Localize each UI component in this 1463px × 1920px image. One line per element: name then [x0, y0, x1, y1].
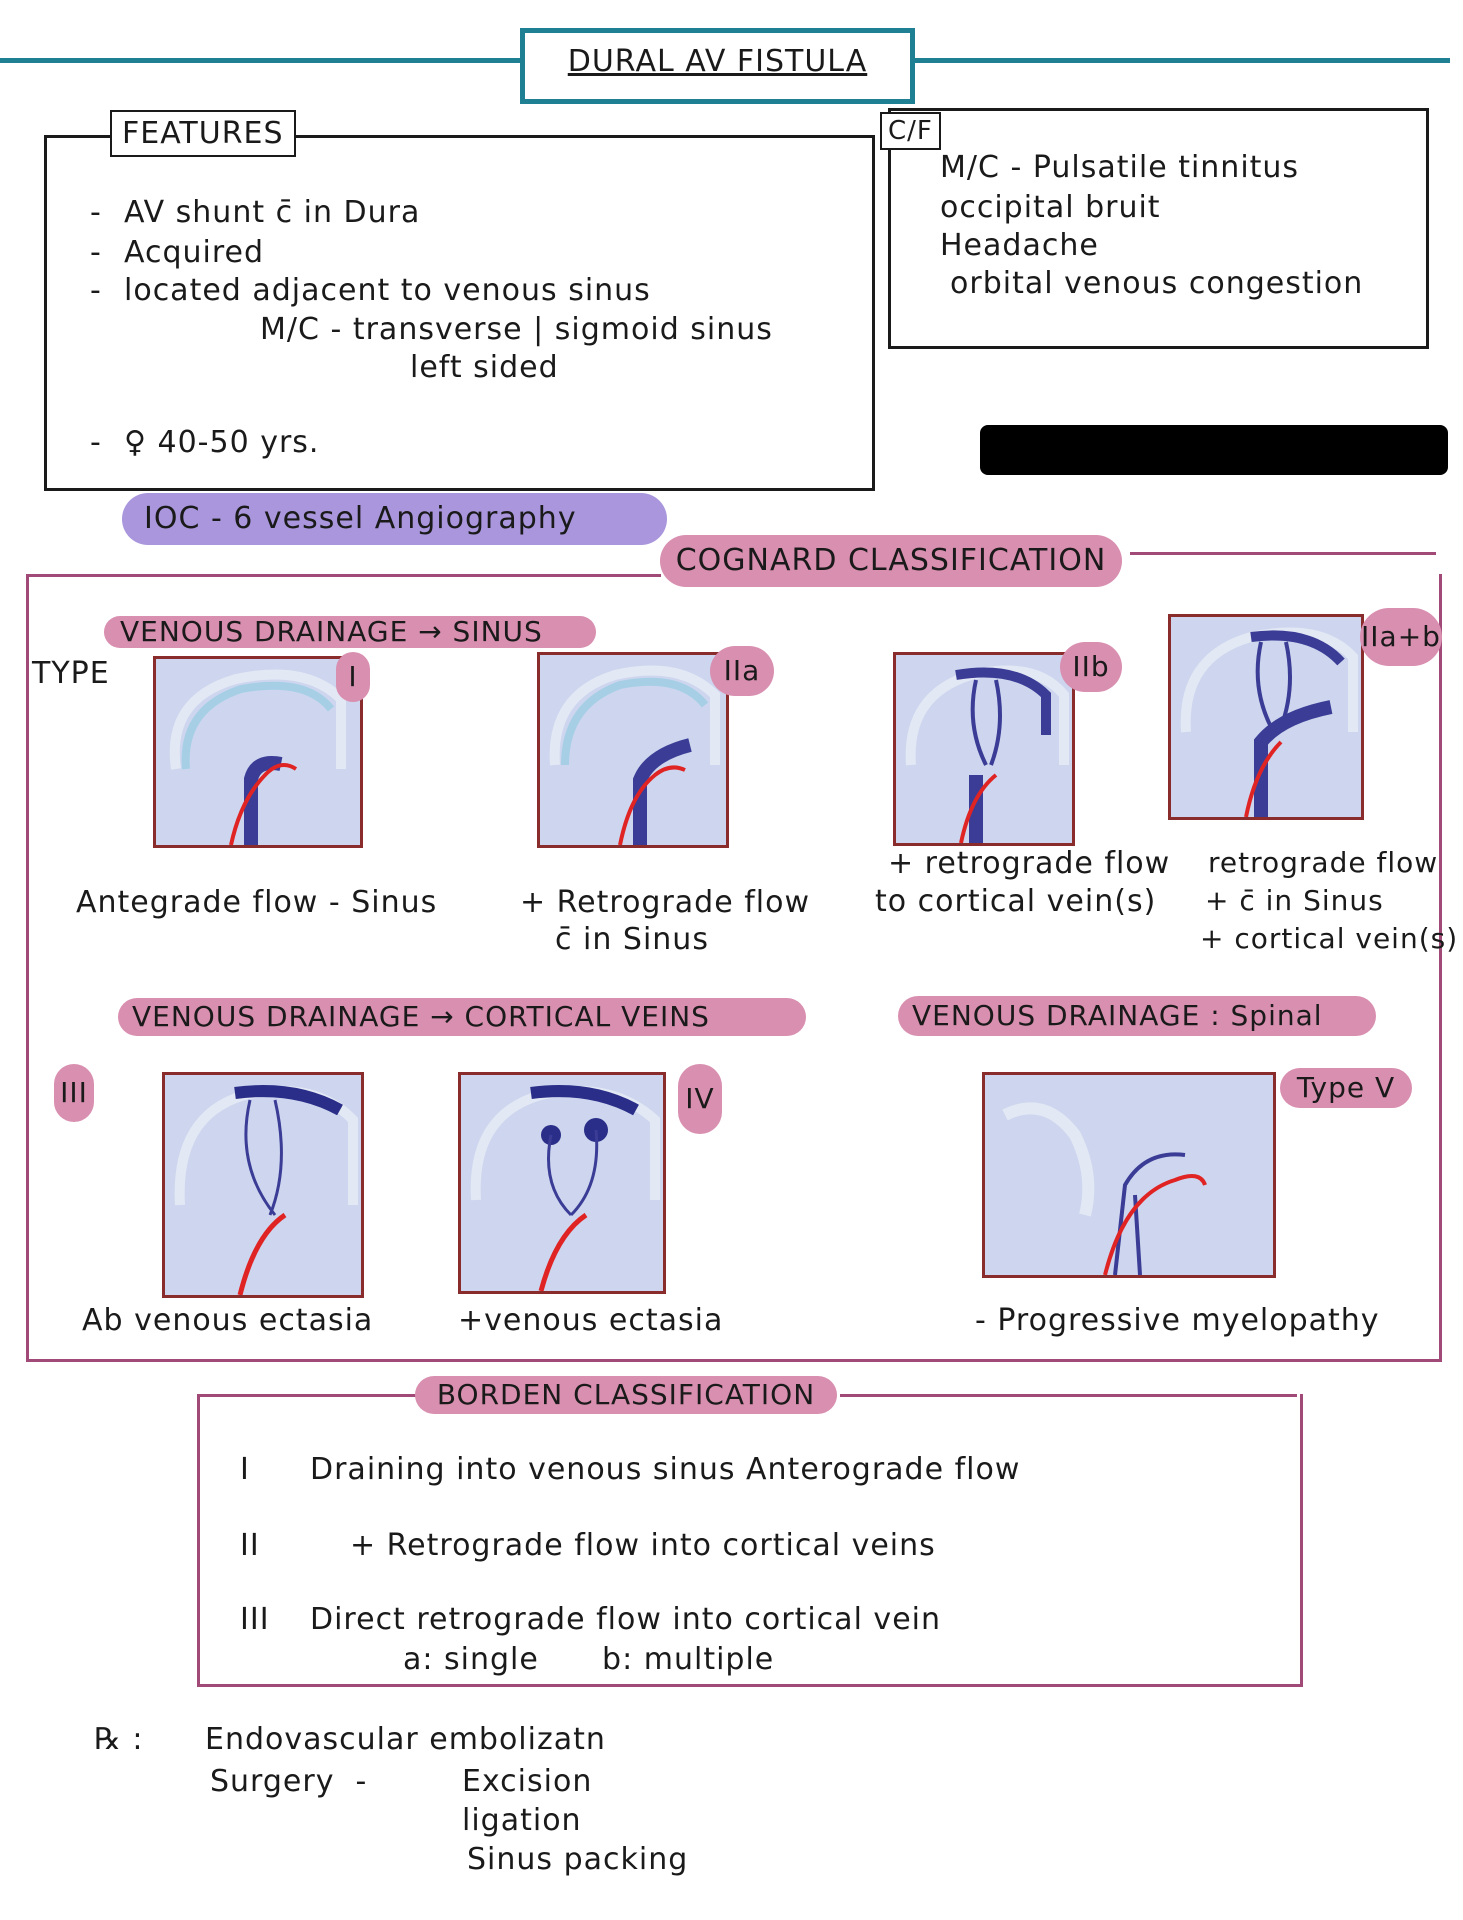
- type-5-badge: Type V: [1280, 1068, 1412, 1108]
- type-2ab-diagram: [1180, 627, 1358, 817]
- type-4-panel: [458, 1072, 666, 1294]
- cognard-rule-left: [26, 574, 661, 577]
- cognard-title: COGNARD CLASSIFICATION: [660, 535, 1122, 587]
- borden-text-3: Direct retrograde flow into cortical vei…: [310, 1602, 941, 1637]
- type-label: TYPE: [32, 656, 110, 691]
- page-title: DURAL AV FISTULA: [520, 28, 915, 104]
- type-2ab-caption-2: + c̄ in Sinus: [1205, 884, 1384, 917]
- borden-text-2: + Retrograde flow into cortical veins: [350, 1528, 936, 1563]
- borden-sub: a: single b: multiple: [403, 1642, 775, 1677]
- type-2a-panel: [537, 652, 729, 848]
- drain-spinal-label: VENOUS DRAINAGE : Spinal: [898, 996, 1376, 1036]
- rx-surgery: Surgery -: [210, 1764, 368, 1799]
- type-1-badge: I: [336, 652, 370, 702]
- borden-rule-left: [197, 1394, 417, 1397]
- type-2b-panel: [893, 652, 1075, 846]
- cf-label: C/F: [880, 112, 941, 150]
- rx-option-1: Excision: [462, 1764, 593, 1799]
- page-title-text: DURAL AV FISTULA: [567, 44, 868, 79]
- redacted-bar: [980, 425, 1448, 475]
- feature-sub-2: left sided: [410, 350, 559, 385]
- type-1-caption: Antegrade flow - Sinus: [76, 885, 438, 920]
- rx-option-2: ligation: [462, 1803, 582, 1838]
- type-2a-caption-2: c̄ in Sinus: [555, 922, 709, 957]
- type-5-diagram: [1002, 1102, 1207, 1275]
- type-4-diagram: [470, 1085, 660, 1291]
- feature-item-2: -Acquired: [90, 235, 265, 270]
- type-2b-caption-1: + retrograde flow: [888, 846, 1171, 881]
- borden-section: [197, 1394, 1303, 1687]
- type-2ab-badge: IIa+b: [1360, 608, 1442, 666]
- feature-item-1: -AV shunt c̄ in Dura: [90, 195, 421, 230]
- title-rule-right: [910, 58, 1450, 63]
- cognard-rule-right: [1130, 552, 1436, 555]
- cf-line-4: orbital venous congestion: [950, 266, 1364, 301]
- feature-age: -♀ 40-50 yrs.: [90, 425, 320, 460]
- type-2b-diagram: [905, 665, 1069, 843]
- rx-line-1: Endovascular embolizatn: [205, 1722, 606, 1757]
- borden-text-1: Draining into venous sinus Anterograde f…: [310, 1452, 1021, 1487]
- type-5-panel: [982, 1072, 1276, 1278]
- type-3-diagram: [174, 1085, 358, 1295]
- type-4-caption: +venous ectasia: [458, 1303, 724, 1338]
- features-label: FEATURES: [110, 110, 296, 157]
- type-1-diagram: [169, 669, 346, 845]
- type-5-caption: - Progressive myelopathy: [975, 1303, 1380, 1338]
- cf-line-1: M/C - Pulsatile tinnitus: [940, 150, 1300, 185]
- ioc-pill: IOC - 6 vessel Angiography: [122, 493, 667, 545]
- type-2ab-caption-1: retrograde flow: [1208, 846, 1439, 879]
- cognard-section: [26, 574, 1442, 1362]
- type-3-badge: III: [54, 1064, 94, 1122]
- type-2a-caption-1: + Retrograde flow: [520, 885, 811, 920]
- borden-row-2: II + Retrograde flow into cortical veins: [240, 1528, 936, 1563]
- drain-sinus-label: VENOUS DRAINAGE → SINUS: [104, 616, 596, 648]
- borden-num-3: III: [240, 1602, 270, 1637]
- title-rule-left: [0, 58, 520, 63]
- feature-item-3: -located adjacent to venous sinus: [90, 273, 651, 308]
- borden-row-1: I Draining into venous sinus Anterograde …: [240, 1452, 1020, 1487]
- type-2a-badge: IIa: [710, 646, 774, 696]
- drain-cortical-label: VENOUS DRAINAGE → CORTICAL VEINS: [118, 998, 806, 1036]
- features-box: [44, 135, 875, 491]
- type-3-panel: [162, 1072, 364, 1298]
- type-2b-caption-2: to cortical vein(s): [875, 884, 1157, 919]
- feature-sub-1: M/C - transverse | sigmoid sinus: [260, 312, 773, 347]
- cf-box: [888, 108, 1429, 349]
- borden-rule-right: [840, 1394, 1297, 1397]
- rx-option-3: Sinus packing: [467, 1842, 689, 1877]
- cf-line-3: Headache: [940, 228, 1099, 263]
- type-2a-diagram: [549, 665, 720, 845]
- type-2b-badge: IIb: [1060, 642, 1122, 692]
- cf-line-2: occipital bruit: [940, 190, 1161, 225]
- borden-title: BORDEN CLASSIFICATION: [415, 1376, 837, 1414]
- borden-row-3: III Direct retrograde flow into cortical …: [240, 1602, 941, 1637]
- rx-symbol: ℞ :: [94, 1722, 144, 1757]
- type-1-panel: [153, 656, 363, 848]
- type-3-caption: Ab venous ectasia: [82, 1303, 374, 1338]
- type-2ab-panel: [1168, 614, 1364, 820]
- borden-num-2: II: [240, 1528, 260, 1563]
- type-2ab-caption-3: + cortical vein(s): [1200, 922, 1459, 955]
- type-4-badge: IV: [678, 1064, 722, 1134]
- borden-num-1: I: [240, 1452, 250, 1487]
